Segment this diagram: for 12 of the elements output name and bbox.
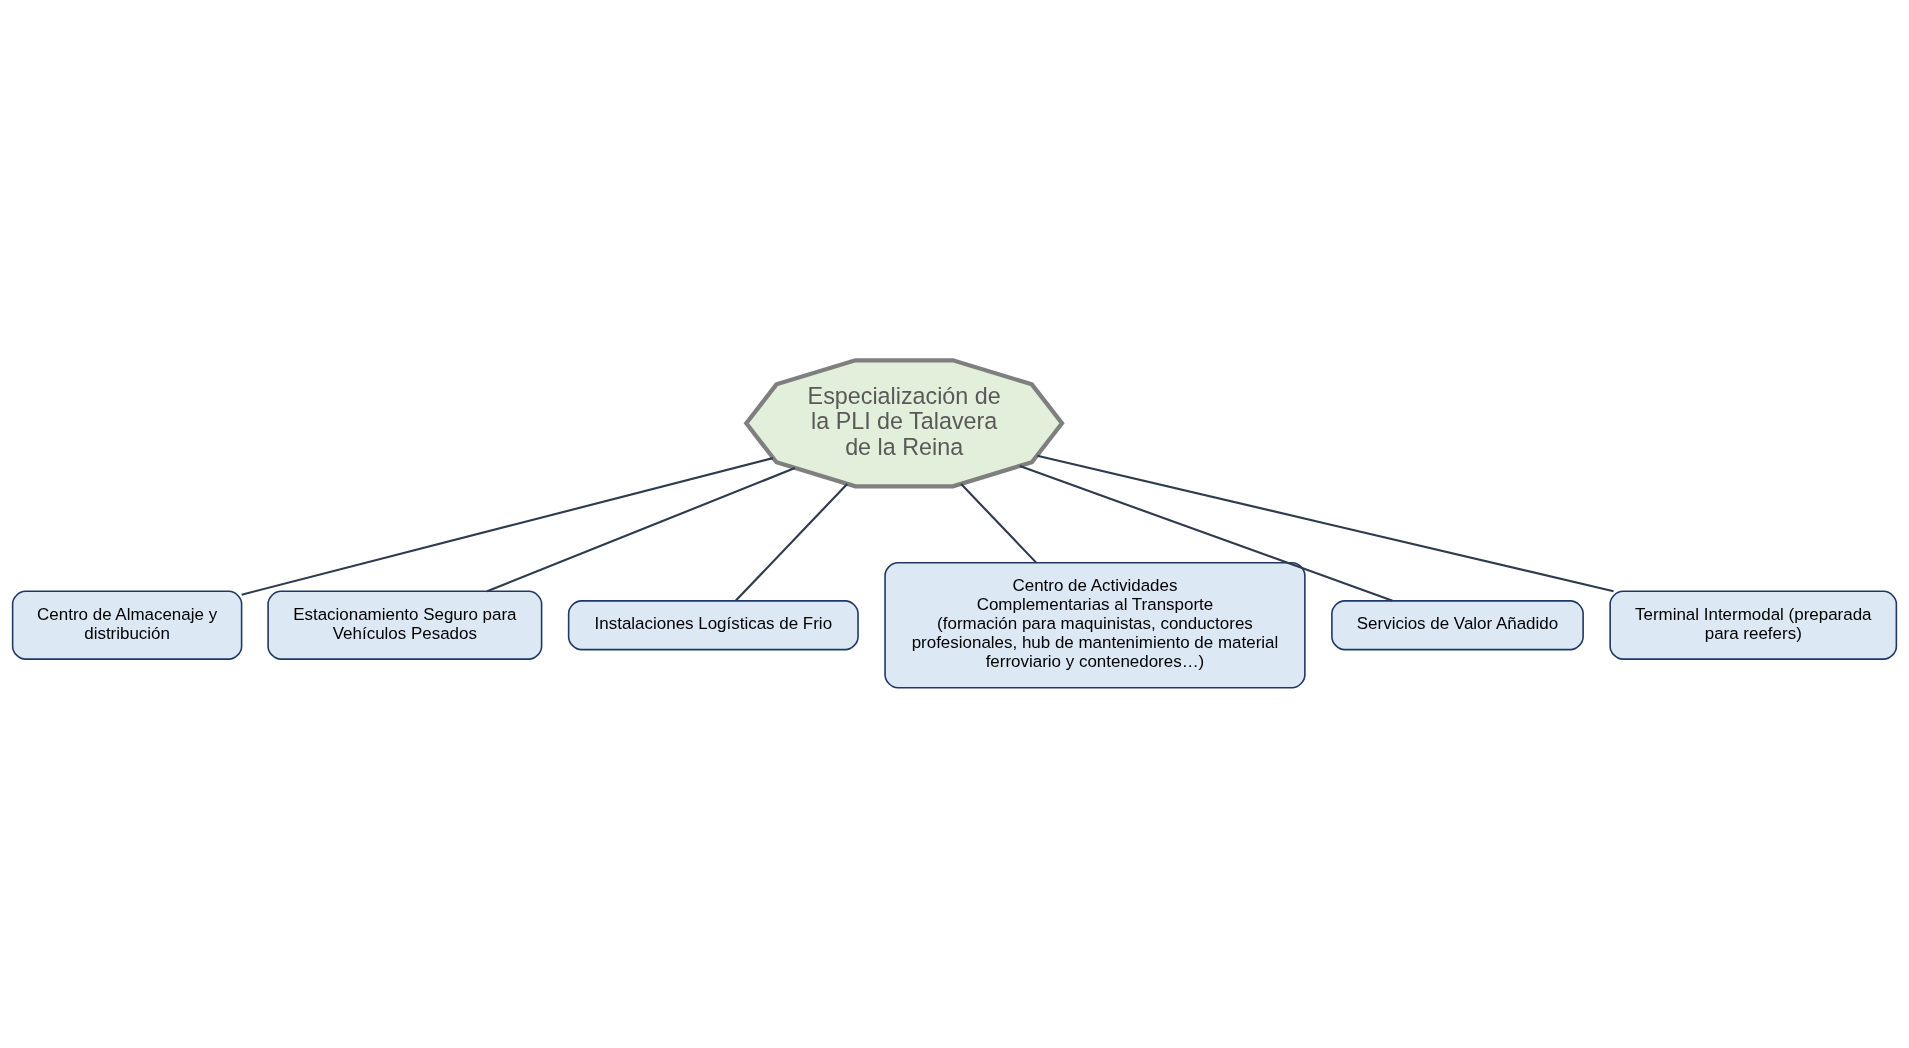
node-box: Estacionamiento Seguro para Vehículos Pesados <box>267 590 543 660</box>
node-box: Servicios de Valor Añadido <box>1331 600 1584 651</box>
node-box: Instalaciones Logísticas de Frio <box>567 600 859 651</box>
node-box: Centro de Almacenaje y distribución <box>11 590 243 660</box>
node-box: Terminal Intermodal (preparada para reefers) <box>1609 590 1898 660</box>
connector <box>1019 465 1393 602</box>
connector <box>1037 454 1614 593</box>
connector <box>486 467 796 593</box>
connector <box>960 483 1037 564</box>
connector <box>735 483 848 602</box>
connector <box>241 457 774 596</box>
node-box: Centro de Actividades Complementarias al Transporte (formación para maquinistas, conductores profesionales, hub de mantenimiento de material ferroviario y contenedores…) <box>884 561 1306 689</box>
